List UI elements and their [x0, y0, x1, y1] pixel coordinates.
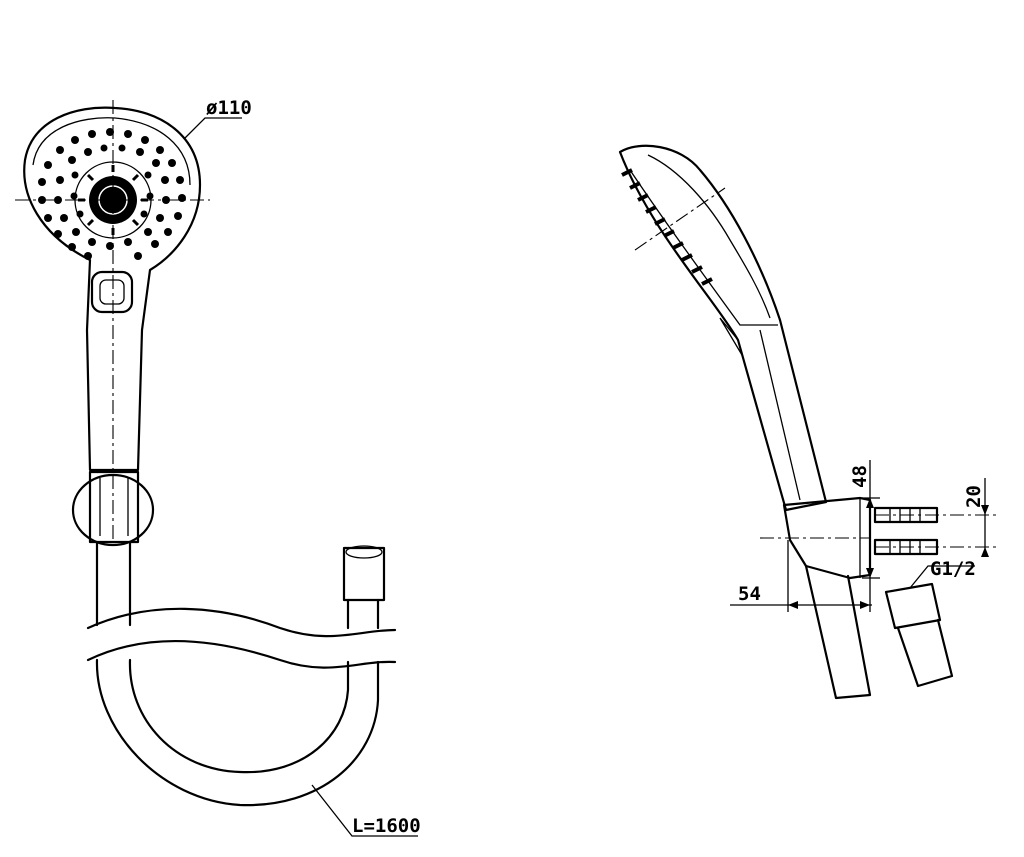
- hose-upper: [95, 540, 132, 627]
- mode-button: [90, 270, 134, 314]
- dim-inlet-spacing: 20: [963, 485, 985, 508]
- handshower-outline: [23, 106, 202, 472]
- head-inner-rim: [32, 117, 191, 186]
- thread-nut: [884, 582, 942, 630]
- wall-holder-front: [71, 473, 155, 547]
- dim-thread: G1/2: [930, 558, 976, 580]
- dim-hose-length: L=1600: [352, 815, 421, 837]
- handshower-side: [618, 144, 828, 512]
- hose-loop: [95, 658, 380, 807]
- hose-nut: [342, 546, 386, 602]
- spray-nozzles: [38, 128, 186, 260]
- side-nozzles: [621, 168, 713, 286]
- front-view: ø110 L=1600: [15, 97, 421, 837]
- inlet-fittings: [873, 506, 1000, 556]
- hose-side: [804, 564, 872, 700]
- dim-holder-depth: 54: [738, 583, 761, 605]
- hose-break: [86, 607, 397, 638]
- side-view: G1/2 48 20 54: [618, 144, 1000, 700]
- dim-head-diameter: ø110: [206, 97, 252, 119]
- dim-holder-height: 48: [849, 465, 871, 488]
